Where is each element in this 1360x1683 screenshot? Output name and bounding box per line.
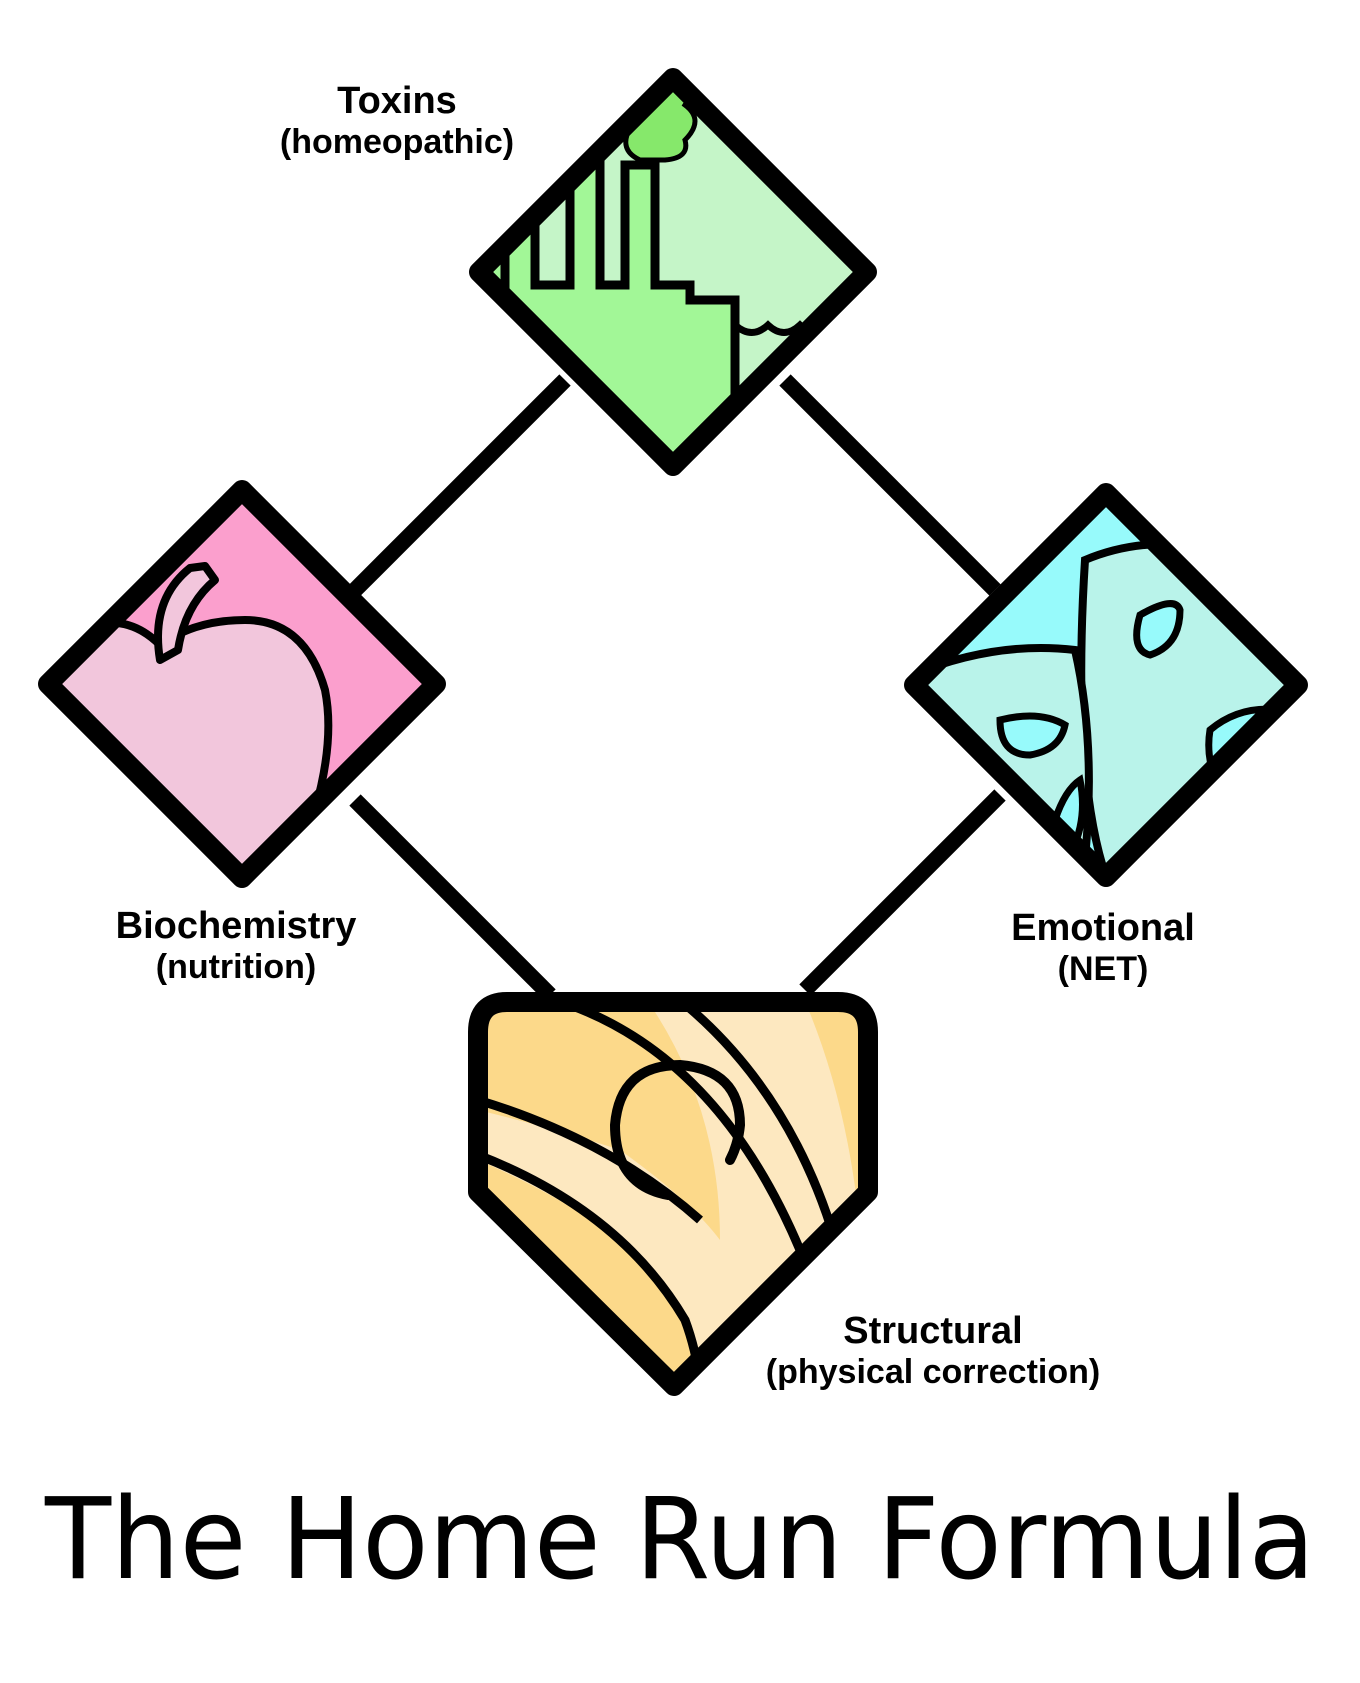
label-structural-detail: (physical correction)	[766, 1353, 1100, 1391]
biochemistry-frame	[38, 480, 446, 888]
edge-toxins-biochemistry	[349, 374, 571, 596]
spine-vertebra-shape	[609, 1059, 746, 1200]
label-toxins-detail: (homeopathic)	[280, 123, 514, 161]
label-biochemistry: Biochemistry (nutrition)	[116, 905, 357, 986]
label-emotional: Emotional (NET)	[1011, 907, 1195, 988]
label-emotional-detail: (NET)	[1058, 950, 1149, 988]
edge-toxins-emotional	[779, 374, 1001, 596]
toxins-frame	[469, 68, 877, 476]
diagram-title: The Home Run Formula	[44, 1475, 1315, 1605]
edge-biochemistry-structural	[349, 794, 556, 1001]
connector-lines	[349, 374, 1006, 1001]
label-structural: Structural (physical correction)	[766, 1310, 1100, 1391]
label-toxins: Toxins (homeopathic)	[280, 80, 514, 161]
edge-emotional-structural	[799, 789, 1006, 996]
label-biochemistry-name: Biochemistry	[116, 905, 357, 947]
label-biochemistry-detail: (nutrition)	[156, 948, 317, 986]
structural-frame	[468, 992, 878, 1396]
label-structural-name: Structural	[843, 1310, 1022, 1352]
emotional-frame	[904, 483, 1308, 887]
label-emotional-name: Emotional	[1011, 907, 1195, 949]
label-toxins-name: Toxins	[337, 80, 457, 122]
